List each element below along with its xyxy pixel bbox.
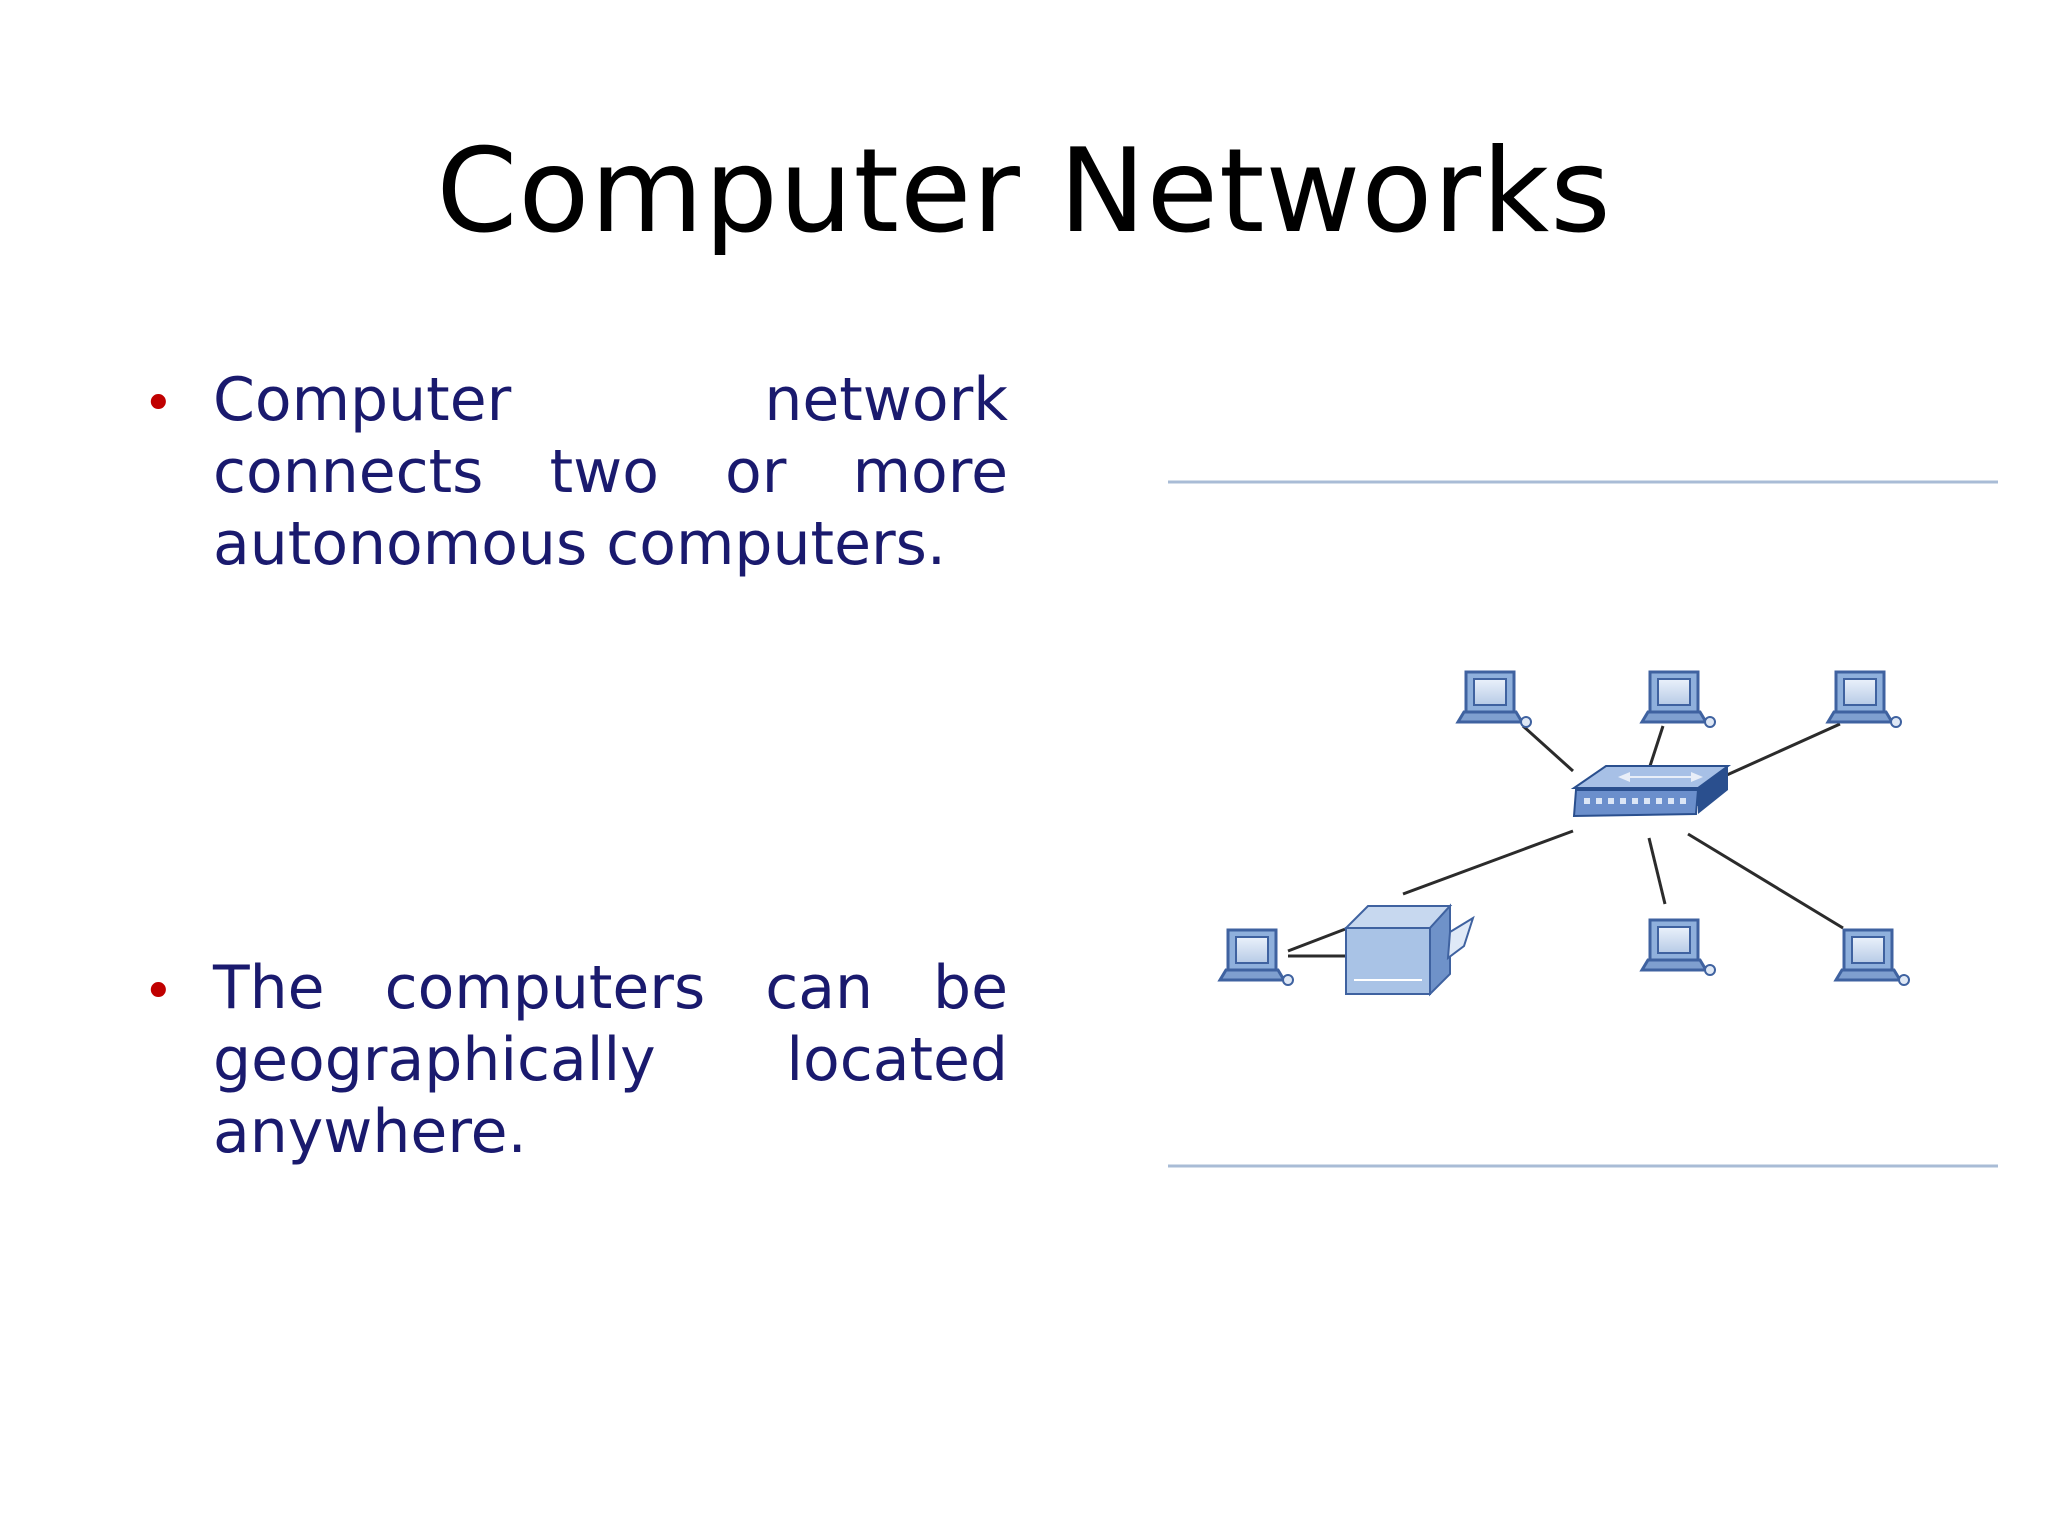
bullet-marker: • [143,962,174,1022]
slide-title: Computer Networks [436,124,1612,259]
bullet-text: The computers can be geographically loca… [213,953,1008,1167]
network-switch-icon [1570,765,1732,818]
bullet-text: Computer network connects two or more au… [213,365,1008,579]
printer-icon [1343,903,1475,997]
computer-icon [1218,928,1295,987]
bullet-marker: • [143,374,174,434]
computer-icon [1640,918,1717,977]
network-diagram [1168,480,1998,1168]
computer-icon [1834,928,1911,987]
computer-icon [1640,670,1717,729]
computer-icon [1456,670,1533,729]
computer-icon [1826,670,1903,729]
